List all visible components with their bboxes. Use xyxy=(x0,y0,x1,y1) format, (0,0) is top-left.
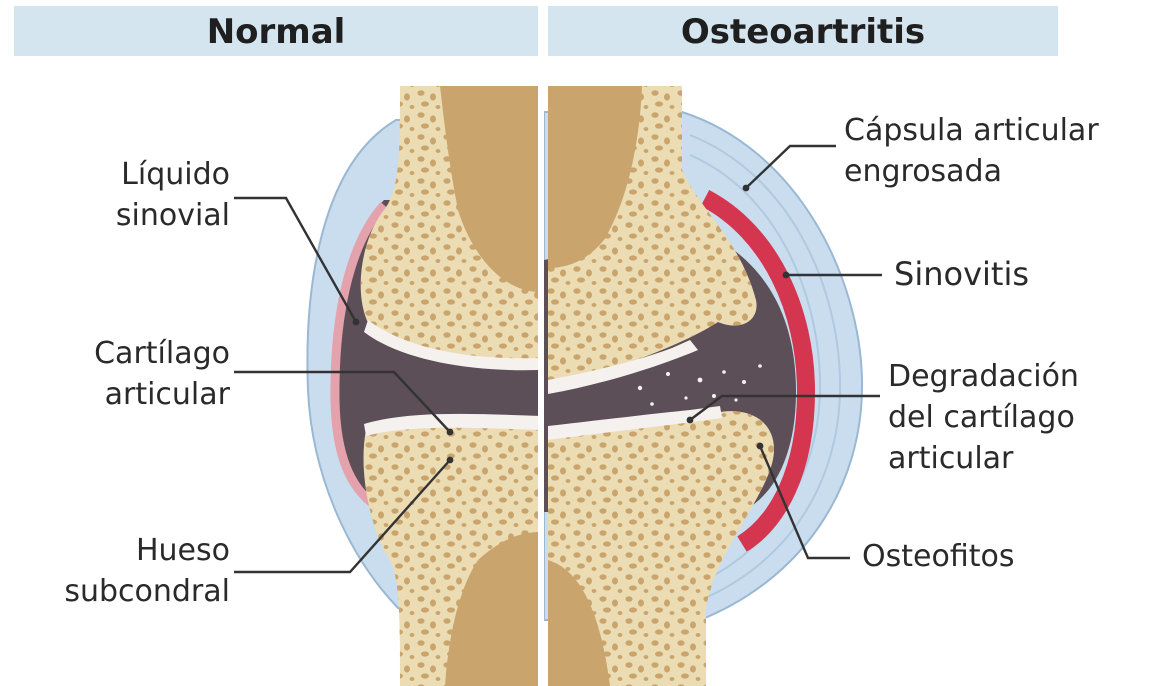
label-synovial-fluid: Líquido sinovial xyxy=(40,154,230,236)
label-subchondral-bone: Hueso subcondral xyxy=(0,530,230,612)
label-thickened-capsule: Cápsula articular engrosada xyxy=(844,110,1099,192)
label-cartilage-degradation: Degradación del cartílago articular xyxy=(888,356,1079,479)
normal-joint xyxy=(307,86,540,686)
label-osteophytes: Osteofitos xyxy=(862,536,1014,577)
osteoarthritis-joint xyxy=(544,86,862,686)
label-synovitis: Sinovitis xyxy=(894,254,1029,295)
label-articular-cartilage: Cartílago articular xyxy=(20,333,230,415)
